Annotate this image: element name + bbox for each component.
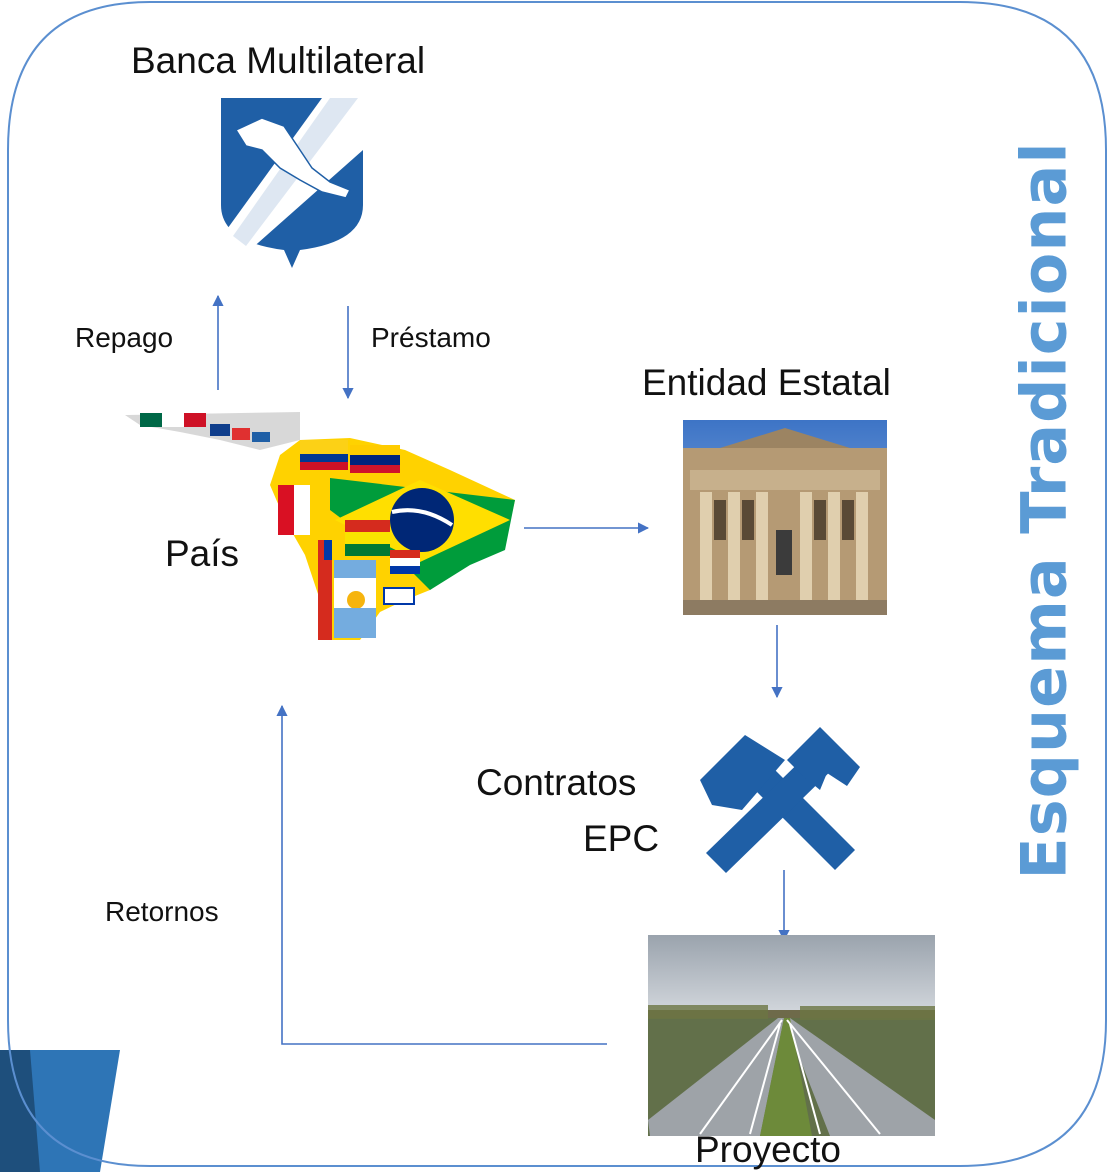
retornos-label: Retornos bbox=[105, 896, 219, 927]
crossed-hammers-icon bbox=[700, 727, 860, 873]
shield-logo-icon bbox=[221, 98, 363, 268]
rounded-frame bbox=[7, 0, 1107, 1167]
diagram-title: Esquema Tradicional bbox=[1007, 140, 1081, 880]
project-label: Proyecto bbox=[695, 1129, 842, 1170]
highway-photo bbox=[648, 935, 935, 1136]
government-building-photo bbox=[683, 420, 887, 615]
bank-label: Banca Multilateral bbox=[131, 40, 426, 81]
prestamo-label: Préstamo bbox=[371, 322, 491, 353]
corner-accent bbox=[0, 1050, 120, 1172]
latin-america-flags-map bbox=[125, 412, 515, 640]
entity-label: Entidad Estatal bbox=[642, 362, 891, 403]
diagram-title-vertical: Esquema Tradicional bbox=[1008, 141, 1081, 879]
repago-label: Repago bbox=[75, 322, 174, 353]
contracts-label-line1: Contratos bbox=[476, 762, 637, 803]
contracts-label-line2: EPC bbox=[583, 818, 660, 859]
country-label: País bbox=[165, 533, 240, 574]
retornos-arrow bbox=[276, 704, 607, 1045]
